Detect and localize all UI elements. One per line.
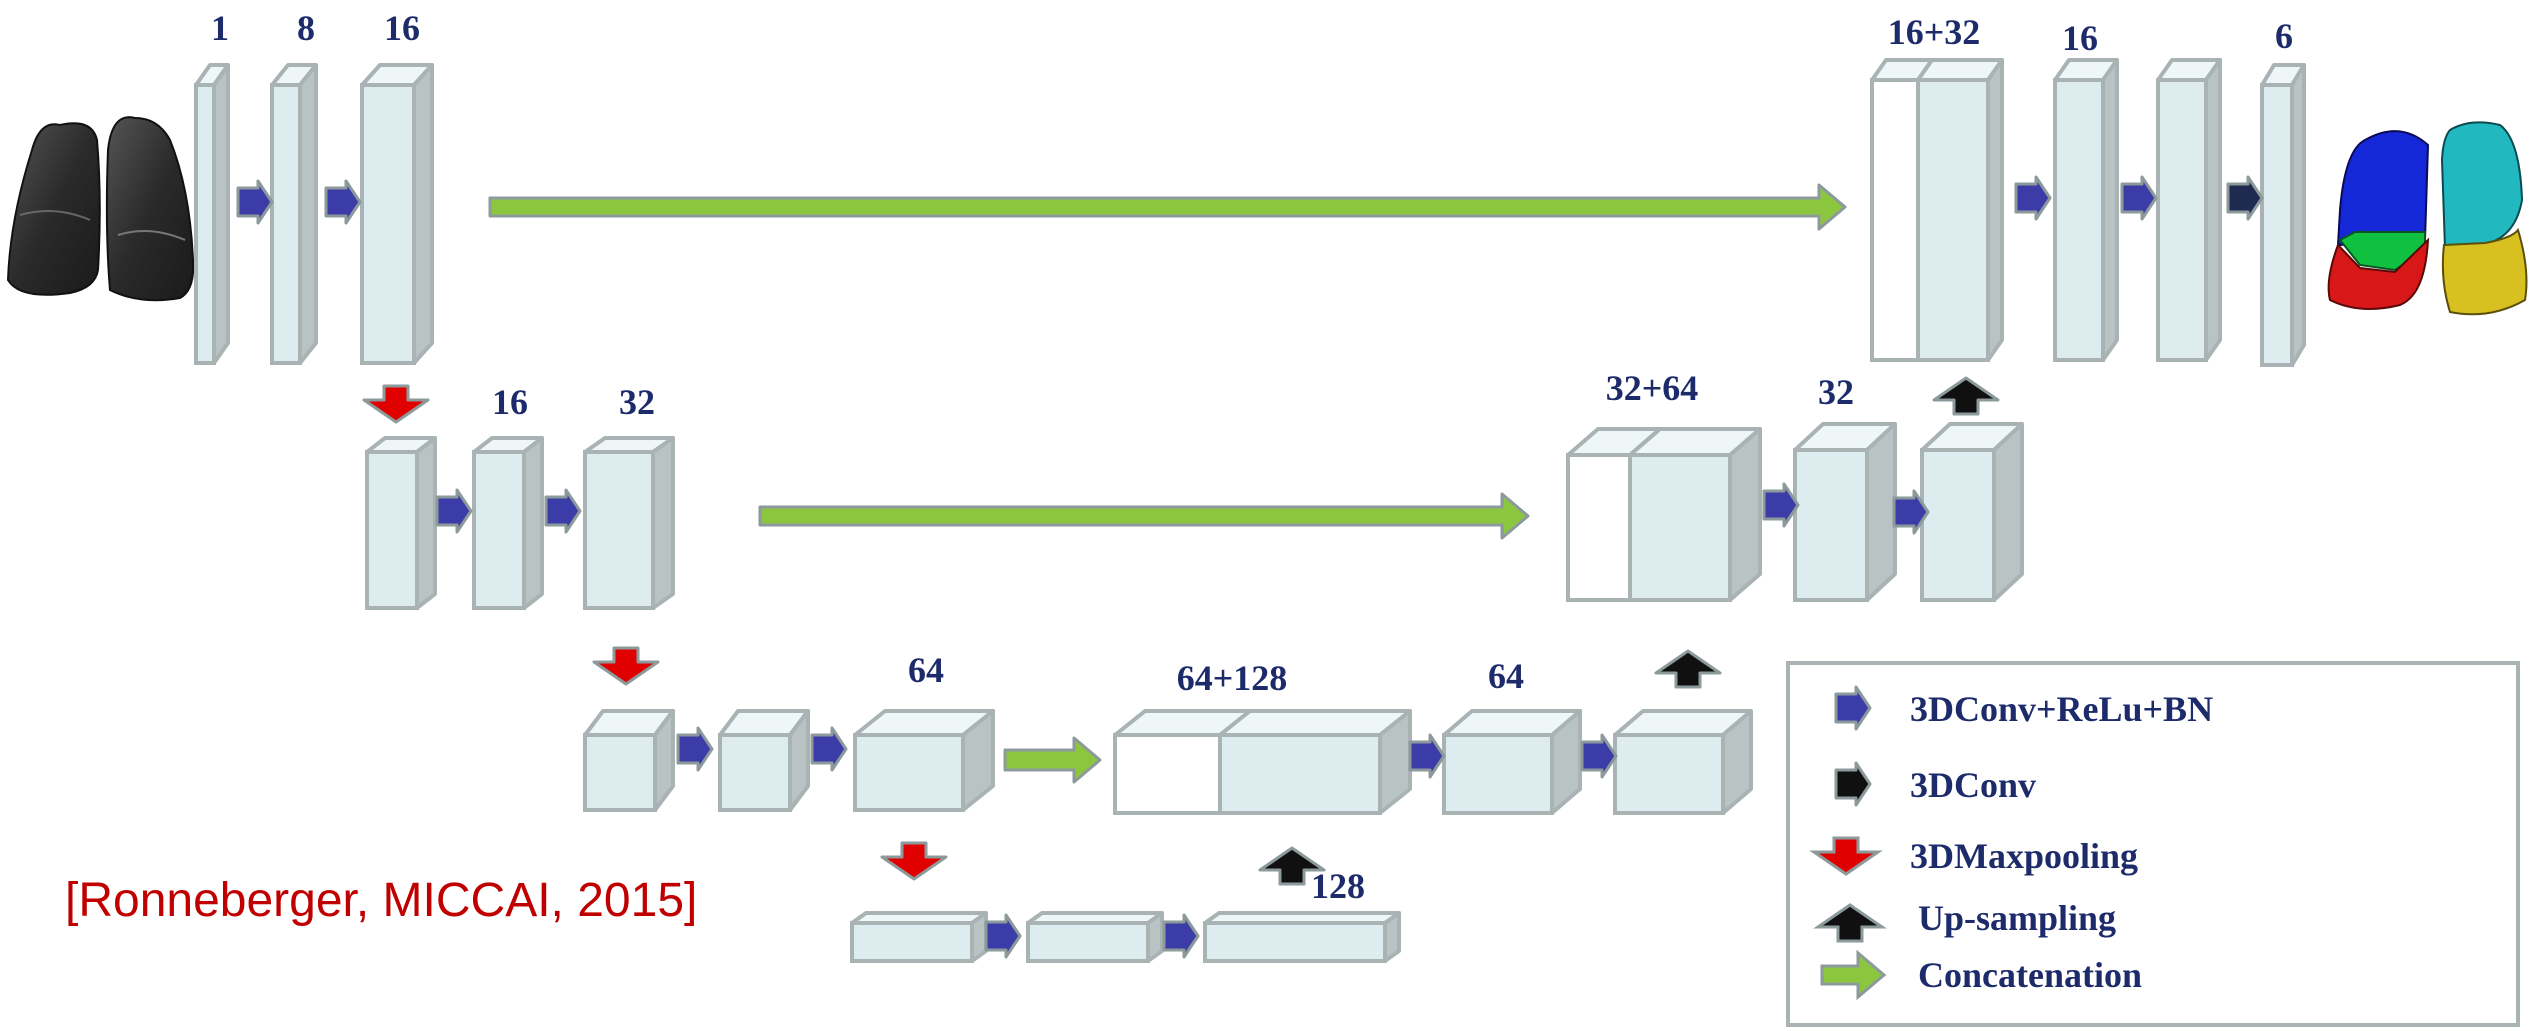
enc2-block-2 xyxy=(472,436,544,610)
label-dec1: 16 xyxy=(2062,18,2098,58)
conv-arrow-enc1-2 xyxy=(324,179,362,225)
up-arrow-1 xyxy=(1258,846,1326,886)
conv-arrow-enc3-1 xyxy=(676,726,714,772)
enc3-block-1 xyxy=(583,709,675,812)
legend-frame xyxy=(1786,661,2520,1027)
conv-arrow-dec1-final xyxy=(2226,175,2264,221)
up-arrow-3 xyxy=(1932,376,2000,416)
conv-arrow-enc1-1 xyxy=(236,179,274,225)
label-enc2-b: 32 xyxy=(619,382,655,422)
blocks-layer xyxy=(194,58,2306,963)
concat-arrow-level2 xyxy=(758,492,1530,540)
up-arrow-2 xyxy=(1654,649,1722,689)
enc1-block-in xyxy=(194,63,230,365)
dec2-concat-main xyxy=(1628,427,1762,602)
legend-maxpool-icon xyxy=(1809,836,1883,876)
conv-arrow-dec2-2 xyxy=(1892,489,1930,535)
legend-upsampling-label: Up-sampling xyxy=(1918,898,2116,938)
output-segmentation-image xyxy=(2327,121,2528,316)
concat-arrow-level1 xyxy=(488,183,1847,231)
label-dec1-out: 6 xyxy=(2275,16,2293,56)
conv-arrow-dec3-1 xyxy=(1408,733,1446,779)
legend-conv-relu-bn-icon xyxy=(1834,685,1872,731)
arrows-layer xyxy=(236,175,2264,959)
dec3-out-block xyxy=(1613,709,1753,815)
pool-arrow-2 xyxy=(592,646,660,686)
legend: 3DConv+ReLu+BN 3DConv 3DMaxpooling Up-sa… xyxy=(1786,661,2520,1027)
bottleneck-block-3 xyxy=(1203,911,1401,963)
legend-conv-relu-bn-label: 3DConv+ReLu+BN xyxy=(1910,689,2213,729)
conv-arrow-enc2-2 xyxy=(544,488,582,534)
dec1-block xyxy=(2053,58,2119,362)
dec2-block xyxy=(1793,422,1897,602)
enc1-block-a xyxy=(270,63,318,365)
pool-arrow-1 xyxy=(362,384,430,424)
concat-arrow-level3 xyxy=(1003,736,1102,784)
label-dec1-concat: 16+32 xyxy=(1888,12,1981,52)
conv-arrow-bot-1 xyxy=(984,913,1022,959)
dec3-block xyxy=(1442,709,1582,815)
label-bottleneck: 128 xyxy=(1311,866,1365,906)
label-dec3: 64 xyxy=(1488,656,1524,696)
label-dec2: 32 xyxy=(1818,372,1854,412)
legend-icons xyxy=(1809,685,1887,1001)
dec1-out-block xyxy=(2260,63,2306,367)
label-enc1-b: 16 xyxy=(384,8,420,48)
conv-arrow-dec2-1 xyxy=(1762,482,1800,528)
dec1-concat-main xyxy=(1916,58,2004,362)
enc3-block-3 xyxy=(853,709,995,812)
conv-arrow-dec3-2 xyxy=(1580,733,1618,779)
label-dec2-concat: 32+64 xyxy=(1606,368,1699,408)
bottleneck-block-1 xyxy=(850,911,988,963)
conv-arrow-bot-2 xyxy=(1162,913,1200,959)
enc2-block-1 xyxy=(365,436,437,610)
label-enc3: 64 xyxy=(908,650,944,690)
conv-arrow-dec1-2 xyxy=(2120,175,2158,221)
conv-arrow-enc3-2 xyxy=(810,726,848,772)
label-enc2-a: 16 xyxy=(492,382,528,422)
legend-conv-label: 3DConv xyxy=(1910,765,2036,805)
legend-upsampling-icon xyxy=(1813,903,1887,943)
legend-concatenation-icon xyxy=(1820,949,1887,1001)
enc2-block-3 xyxy=(583,436,675,610)
channel-labels: 1 8 16 16 32 64 128 64+128 64 32+64 32 1… xyxy=(211,8,2293,906)
label-enc1-a: 8 xyxy=(297,8,315,48)
dec1-block-2 xyxy=(2156,58,2222,362)
legend-maxpool-label: 3DMaxpooling xyxy=(1910,836,2138,876)
citation-text: [Ronneberger, MICCAI, 2015] xyxy=(65,874,697,927)
pool-arrow-3 xyxy=(880,841,948,881)
conv-arrow-enc2-1 xyxy=(435,488,473,534)
dec2-out-block xyxy=(1920,422,2024,602)
bottleneck-block-2 xyxy=(1026,911,1164,963)
label-dec3-concat: 64+128 xyxy=(1177,658,1288,698)
input-lung-image xyxy=(6,116,195,302)
enc3-block-2 xyxy=(718,709,810,812)
dec3-concat-main xyxy=(1218,709,1412,815)
label-enc1-in: 1 xyxy=(211,8,229,48)
enc1-block-b xyxy=(360,63,434,365)
legend-concatenation-label: Concatenation xyxy=(1918,955,2142,995)
conv-arrow-dec1-1 xyxy=(2014,175,2052,221)
legend-conv-icon xyxy=(1834,761,1872,807)
